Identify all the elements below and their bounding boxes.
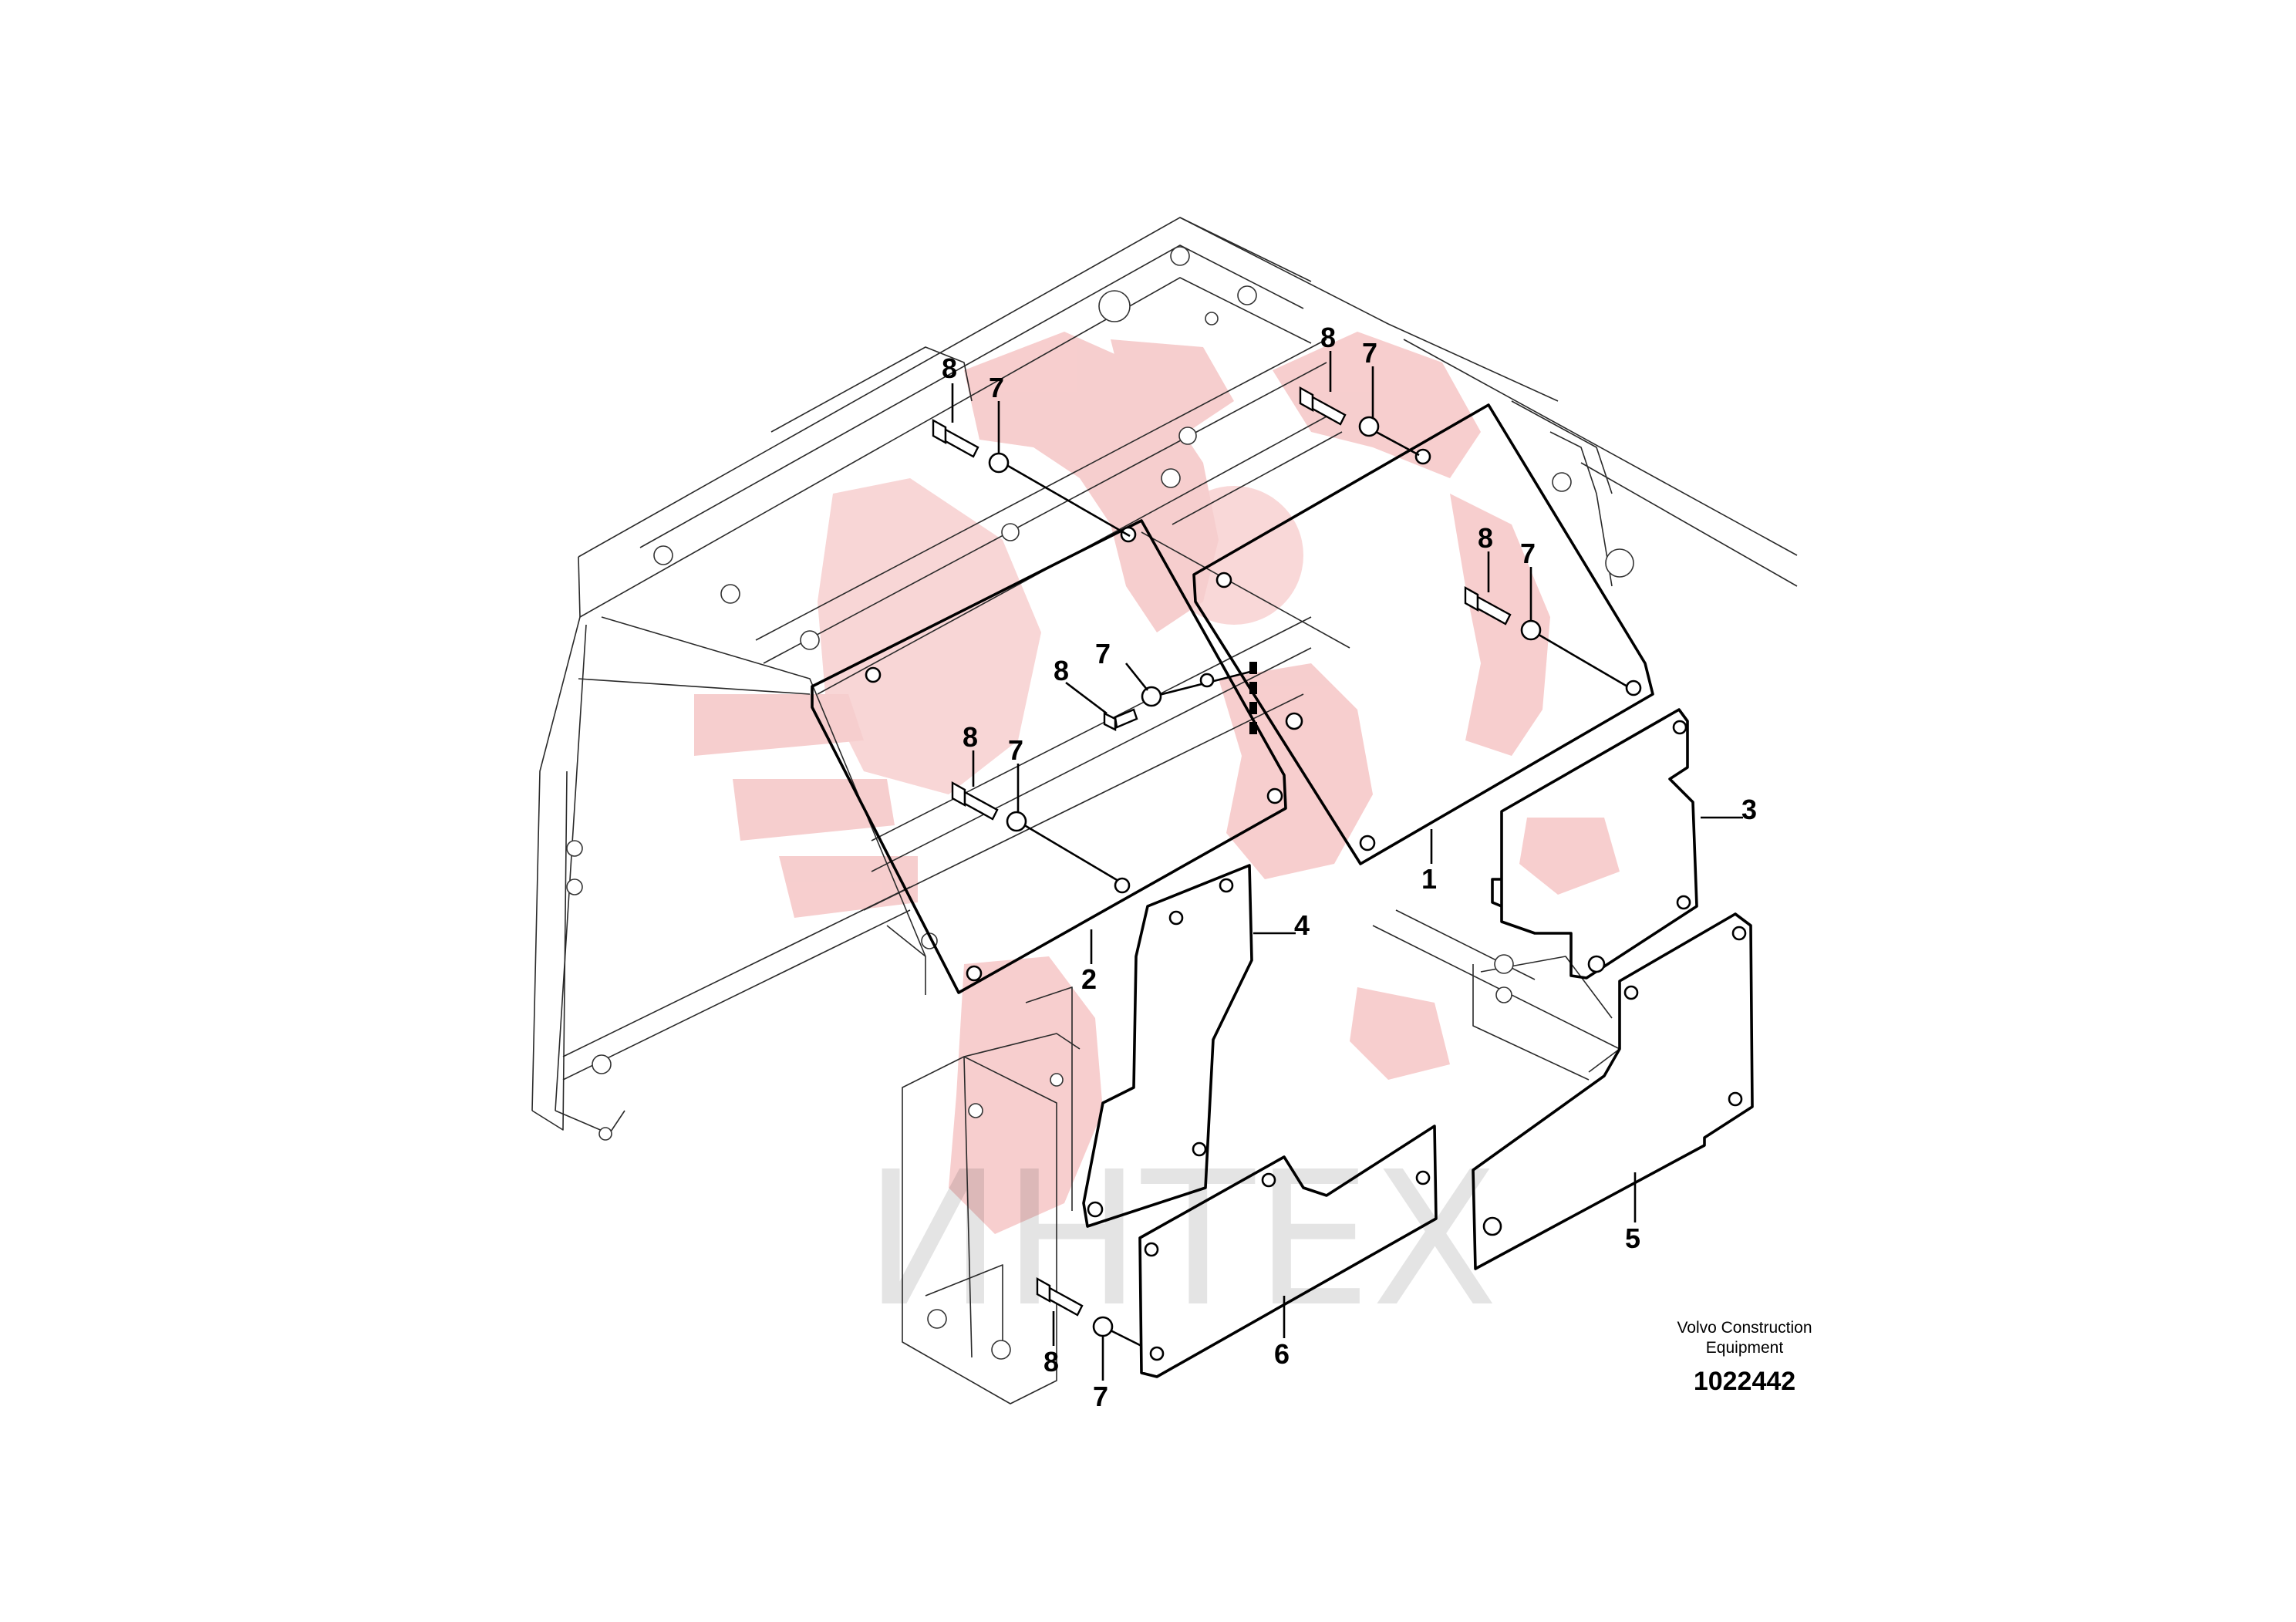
washer-7-e (1006, 811, 1027, 832)
panel-5 (1472, 912, 1754, 1270)
panel-2 (811, 519, 1287, 994)
callout-7: 7 (1008, 734, 1023, 766)
callout-8: 8 (942, 352, 957, 384)
callout-7: 7 (1093, 1381, 1108, 1412)
washer-7-c (1520, 619, 1542, 641)
callout-8: 8 (1054, 655, 1069, 686)
callout-1: 1 (1421, 863, 1437, 895)
caption-equipment: Equipment (1706, 1339, 1784, 1357)
bolt-8-a (932, 418, 979, 458)
washer-7-d (1141, 686, 1162, 707)
bolt-8-f (1036, 1276, 1084, 1317)
callout-7: 7 (1520, 538, 1536, 569)
callout-3: 3 (1741, 794, 1757, 825)
callout-4: 4 (1294, 909, 1310, 941)
callout-6: 6 (1274, 1338, 1290, 1370)
callout-7: 7 (1362, 337, 1377, 369)
callout-8: 8 (1320, 322, 1336, 353)
diagram-part-number: 1022442 (1694, 1367, 1795, 1396)
caption-block: Volvo Construction Equipment 1022442 (1677, 1319, 1812, 1396)
callout-leaders (951, 351, 1743, 1381)
washer-7-b (1358, 416, 1380, 437)
panel-6 (1138, 1125, 1438, 1378)
callout-7: 7 (1095, 638, 1111, 669)
frame-bolt-heads (566, 246, 1634, 1360)
callout-8: 8 (963, 721, 978, 753)
callout-8: 8 (1478, 522, 1493, 554)
panel-4 (1082, 864, 1253, 1228)
caption-manufacturer: Volvo Construction (1677, 1319, 1812, 1337)
callout-7: 7 (989, 372, 1004, 403)
bolt-8-c (1464, 585, 1512, 626)
callout-labels: 8 7 8 7 8 7 8 7 8 7 1 3 2 4 5 6 8 7 (942, 322, 1757, 1412)
bolt-8-e (951, 781, 999, 821)
callout-5: 5 (1625, 1222, 1640, 1254)
washer-7-a (988, 452, 1010, 474)
washer-7-f (1092, 1316, 1114, 1337)
panel-1 (1192, 403, 1654, 865)
panel-3 (1491, 708, 1698, 980)
bolt-8-b (1299, 386, 1347, 426)
bolt-8-d (1103, 708, 1138, 731)
callout-8: 8 (1043, 1346, 1059, 1378)
watermark-text: ИНТЕХ (864, 1131, 1499, 1347)
watermark-emblem (694, 332, 1620, 1234)
callout-2: 2 (1081, 963, 1097, 995)
